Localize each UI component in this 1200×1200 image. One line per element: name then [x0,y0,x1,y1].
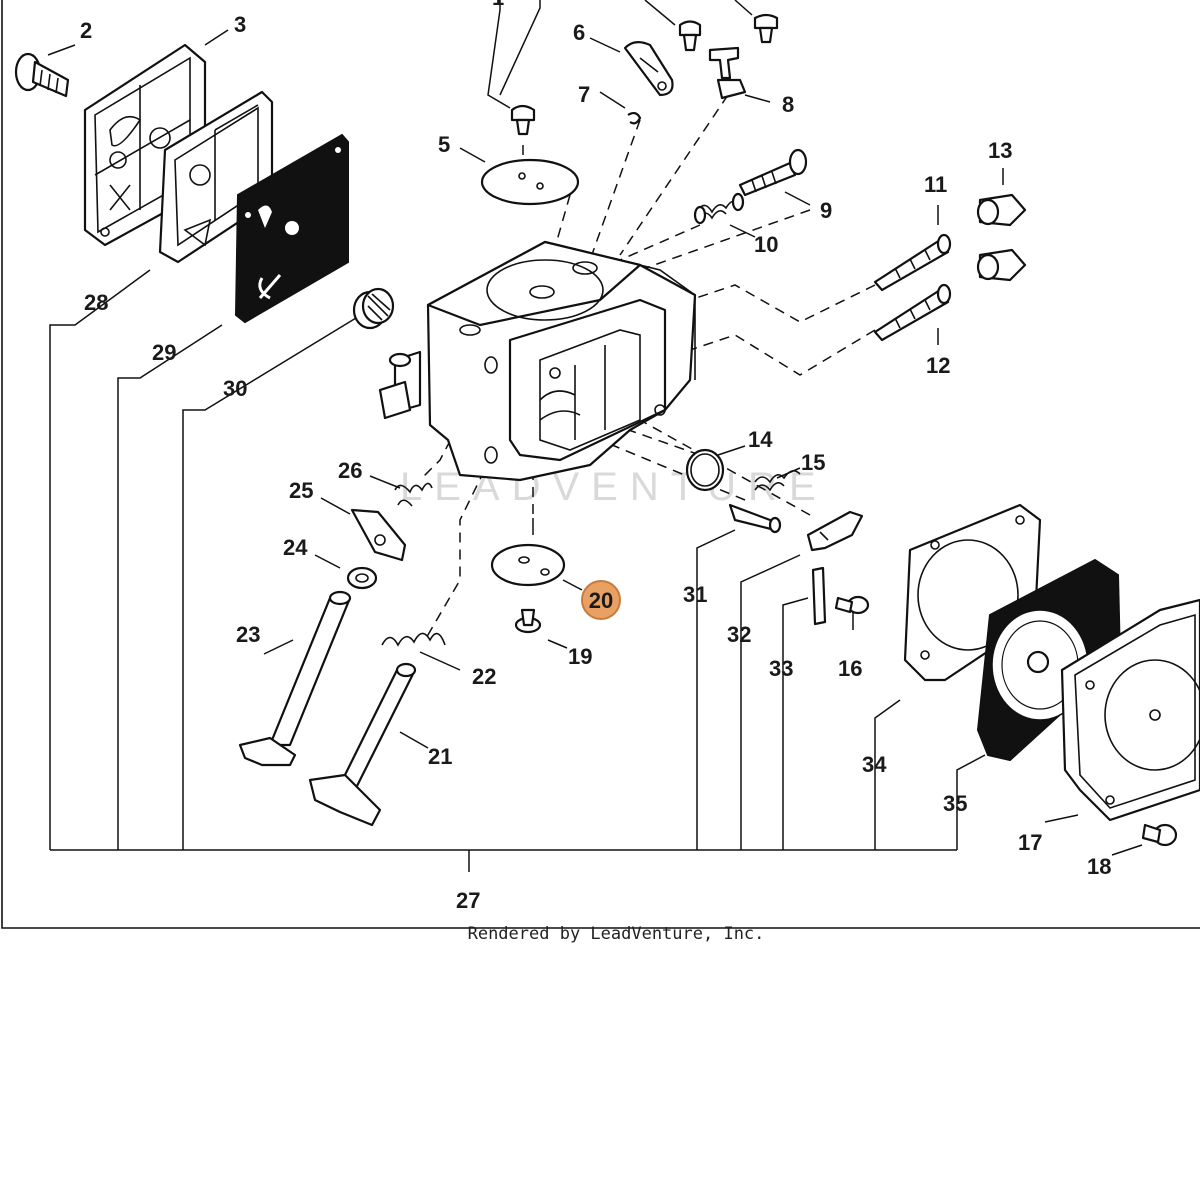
callout-35: 35 [943,791,967,816]
callout-30: 30 [223,376,247,401]
part-9-needle [738,148,808,197]
part-10-spring [693,192,745,225]
callout-3: 3 [234,12,246,37]
callout-22: 22 [472,664,496,689]
part-17-cover [1060,598,1200,822]
part-13-limiter-caps [976,193,1027,282]
callout-6: 6 [573,20,585,45]
part-6-lever-plate [623,41,674,97]
part-31-inlet-needle [728,503,782,534]
callout-20-highlight: 20 [581,580,621,620]
part-29-diaphragm [234,133,349,324]
part-26-spring [394,482,433,507]
callout-16: 16 [838,656,862,681]
callout-1: 1 [492,0,504,10]
callout-27: 27 [456,888,480,913]
callout-29: 29 [152,340,176,365]
part-16-screw [834,595,870,615]
part-14-o-ring [685,448,725,492]
part-19-screw [514,608,542,634]
part-5-disc [480,158,580,206]
part-15-spring [754,470,801,492]
part-7-clip [627,111,642,125]
callout-10: 10 [754,232,778,257]
part-2-screw [14,52,70,98]
callout-19: 19 [568,644,592,669]
callout-21: 21 [428,744,452,769]
callout-25: 25 [289,478,313,503]
part-11-adjust-screw [873,233,952,292]
callout-5: 5 [438,132,450,157]
callout-28: 28 [84,290,108,315]
callout-33: 33 [769,656,793,681]
callout-12: 12 [926,353,950,378]
part-32-inlet-lever [806,510,864,552]
callout-20: 20 [589,588,613,613]
part-30-filter-screen [352,287,395,330]
part-24-washer [346,566,378,590]
diagram-border [1,0,1200,929]
callout-32: 32 [727,622,751,647]
callout-18: 18 [1087,854,1111,879]
part-1-screws [510,13,779,136]
callout-17: 17 [1018,830,1042,855]
part-33-pin [811,566,827,626]
callout-13: 13 [988,138,1012,163]
callout-34: 34 [862,752,887,777]
callout-14: 14 [748,427,773,452]
callout-9: 9 [820,198,832,223]
part-12-adjust-screw [873,283,952,342]
callout-11: 11 [924,172,947,197]
part-25-bracket [350,508,407,562]
part-22-spring [381,632,446,647]
carburetor-body [378,240,697,482]
callout-7: 7 [578,82,590,107]
callout-8: 8 [782,92,794,117]
part-18-screw [1141,823,1178,847]
callout-23: 23 [236,622,260,647]
callout-15: 15 [801,450,825,475]
callout-2: 2 [80,18,92,43]
part-8-lever [708,46,747,100]
footer-credit: Rendered by LeadVenture, Inc. [467,924,765,944]
part-20-disc [490,543,566,587]
highlight-circle [581,580,621,620]
leader-lines [47,0,1143,872]
callout-labels: 1 2 3 5 6 7 8 9 10 11 12 13 14 15 16 17 … [80,0,1111,913]
callout-26: 26 [338,458,362,483]
callout-24: 24 [283,535,308,560]
callout-31: 31 [683,582,707,607]
part-21-throttle-shaft [308,662,417,827]
part-23-choke-shaft [238,590,352,767]
